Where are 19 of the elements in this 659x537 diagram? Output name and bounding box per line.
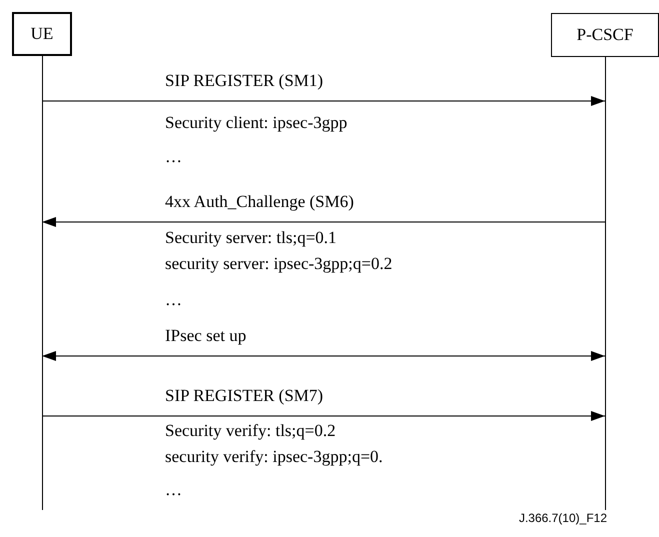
message-arrow <box>42 217 606 227</box>
message-detail: Security client: ipsec-3gpp <box>165 113 348 133</box>
edge-label: 4xx Auth_Challenge (SM6) <box>165 192 354 212</box>
message-detail: … <box>165 480 182 500</box>
edge-label: SIP REGISTER (SM1) <box>165 71 324 91</box>
message-arrow <box>42 351 606 361</box>
message-detail: Security server: tls;q=0.1 <box>165 228 337 248</box>
figure-id: J.366.7(10)_F12 <box>518 511 607 525</box>
participant-box: UE <box>12 12 72 56</box>
message-detail: security verify: ipsec-3gpp;q=0. <box>165 447 383 467</box>
participant-box: P-CSCF <box>551 13 659 57</box>
message-detail: security server: ipsec-3gpp;q=0.2 <box>165 254 392 274</box>
message-arrow <box>42 411 606 421</box>
message-arrow <box>42 96 606 106</box>
message-detail: … <box>165 147 182 167</box>
edge-label: SIP REGISTER (SM7) <box>165 386 324 406</box>
message-detail: Security verify: tls;q=0.2 <box>165 421 336 441</box>
message-detail: … <box>165 290 182 310</box>
edge-label: IPsec set up <box>165 326 246 346</box>
